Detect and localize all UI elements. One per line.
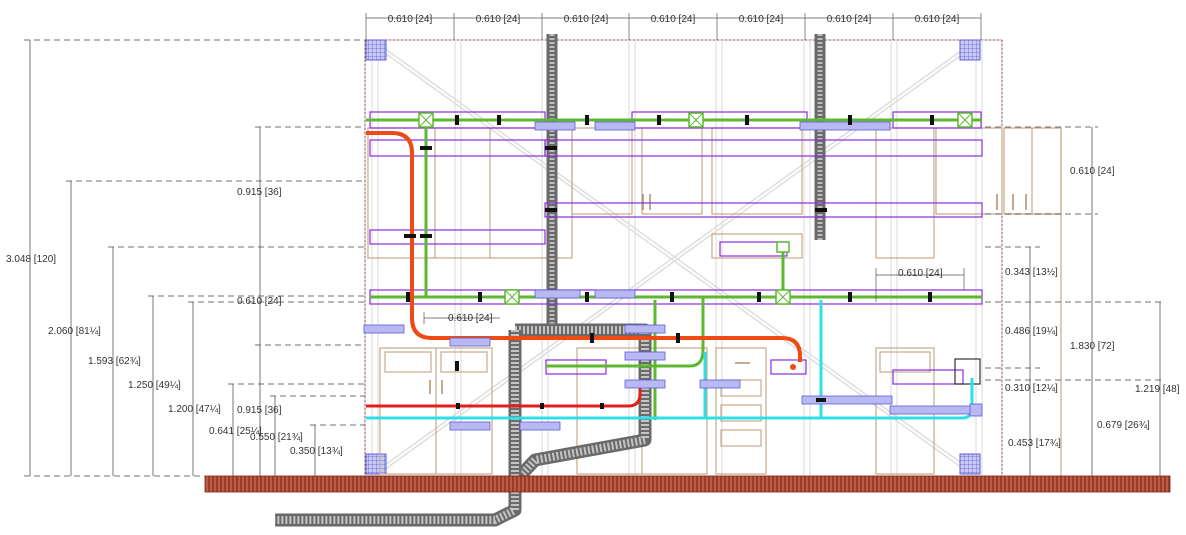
dim-top-3: 0.610 [24] (564, 14, 609, 25)
dim-0486: 0.486 [19¼] (1005, 325, 1058, 337)
dim-top-1: 0.610 [24] (388, 14, 433, 25)
exhaust-ducts (275, 34, 826, 527)
red-heating-line (366, 386, 642, 408)
dim-0310: 0.310 [12¼] (1005, 382, 1058, 394)
pipe-clips (404, 115, 934, 409)
dim-0610-horizontal: 0.610 [24] (898, 268, 943, 279)
dim-0610-small: 0.610 [24] (448, 313, 493, 324)
dim-0453: 0.453 [17¾] (1008, 438, 1061, 449)
dim-0679: 0.679 [26¾] (1097, 420, 1150, 431)
dim-top-2: 0.610 [24] (476, 14, 521, 25)
green-supply-line (366, 112, 982, 420)
dim-0350: 0.350 [13¾] (290, 446, 343, 457)
dim-0641: 0.641 [25¼] (209, 425, 262, 437)
dim-0915-lower: 0.915 [36] (237, 405, 282, 416)
dim-0343: 0.343 [13½] (1005, 267, 1058, 278)
dim-1219: 1.219 [48] (1135, 384, 1180, 395)
dim-1250: 1.250 [49¼] (128, 379, 181, 391)
top-dimension-chain: 0.610 [24] 0.610 [24] 0.610 [24] 0.610 [… (365, 13, 982, 40)
pipe-fittings (363, 121, 983, 431)
green-valve-marks (418, 112, 973, 305)
dim-total-height: 3.048 [120] (6, 254, 56, 265)
floor-slab (204, 475, 1171, 493)
dim-0610-mid: 0.610 [24] (237, 296, 282, 307)
corner-anchors (365, 39, 981, 475)
dim-1830: 1.830 [72] (1070, 341, 1115, 352)
dim-top-5: 0.610 [24] (739, 14, 784, 25)
dim-0915-upper: 0.915 [36] (237, 187, 282, 198)
dim-2060: 2.060 [81¼] (48, 325, 101, 337)
dim-0550: 0.550 [21¾] (250, 432, 303, 443)
right-dimensions: 0.610 [24] 0.610 [24] 0.343 [13½] 0.486 … (875, 126, 1180, 476)
dim-top-7: 0.610 [24] (915, 14, 960, 25)
left-dimensions: 3.048 [120] 2.060 [81¼] 1.593 [62¾] 1.25… (6, 39, 365, 477)
inner-left-dimensions: 0.915 [36] 0.610 [24] 0.915 [36] 0.610 [… (237, 126, 500, 476)
dim-1593: 1.593 [62¾] (88, 356, 141, 367)
dim-top-4: 0.610 [24] (651, 14, 696, 25)
dim-top-6: 0.610 [24] (827, 14, 872, 25)
orange-hot-water-line (366, 131, 802, 370)
dim-0610-upper: 0.610 [24] (1070, 166, 1115, 177)
dim-1200: 1.200 [47¼] (168, 403, 221, 415)
